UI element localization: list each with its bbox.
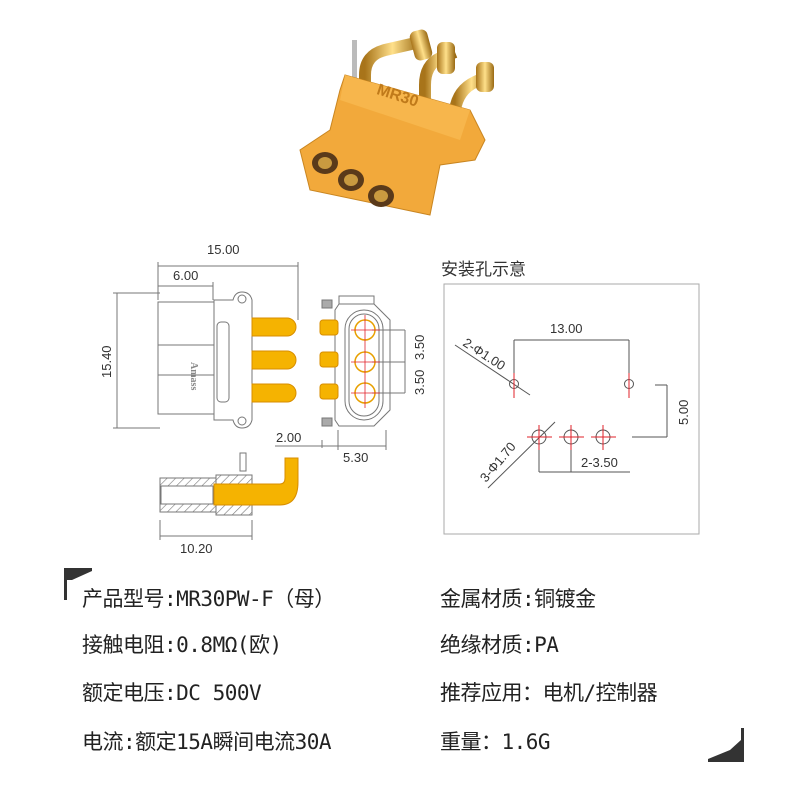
dim-height: 15.40 bbox=[99, 345, 114, 378]
mounting-title: 安装孔示意 bbox=[441, 260, 526, 280]
front-view-contacts bbox=[351, 315, 380, 408]
dim-total-length: 15.00 bbox=[207, 242, 240, 257]
dim-pitch-lower: 3.50 bbox=[412, 370, 427, 395]
corner-bracket-bottom-right bbox=[708, 728, 744, 762]
dim-side-length: 10.20 bbox=[180, 541, 213, 556]
spec-model: 产品型号:MR30PW-F（母） bbox=[82, 587, 335, 611]
dim-width: 5.30 bbox=[343, 450, 368, 465]
front-view-pins bbox=[319, 319, 339, 400]
spec-current: 电流:额定15A瞬间电流30A bbox=[82, 730, 332, 754]
dim-body-length: 6.00 bbox=[173, 268, 198, 283]
dim-row-offset: 5.00 bbox=[676, 400, 691, 425]
spec-weight: 重量：1.6G bbox=[440, 730, 551, 754]
drawing-logo: Amass bbox=[188, 362, 199, 390]
dim-hole-spacing: 13.00 bbox=[550, 321, 583, 336]
spec-application: 推荐应用：电机/控制器 bbox=[440, 681, 658, 705]
side-pin bbox=[213, 457, 299, 506]
spec-rated-voltage: 额定电压:DC 500V bbox=[82, 681, 262, 705]
connector-photo: MR30 bbox=[299, 29, 494, 216]
spec-insulation-material: 绝缘材质:PA bbox=[440, 633, 559, 657]
spec-metal-material: 金属材质:铜镀金 bbox=[440, 587, 596, 611]
front-view-drawing bbox=[275, 295, 406, 450]
mounting-panel: 13.00 2-Φ1.00 5.00 3-Φ1.70 2-3.50 bbox=[443, 283, 700, 535]
dim-pin-pitch: 2-3.50 bbox=[581, 455, 618, 470]
spec-contact-resistance: 接触电阻:0.8MΩ(欧) bbox=[82, 633, 282, 657]
top-view-pins bbox=[251, 317, 297, 403]
dim-pitch-upper: 3.50 bbox=[412, 335, 427, 360]
corner-bracket-top-left bbox=[64, 568, 92, 600]
dim-pin-offset: 2.00 bbox=[276, 430, 301, 445]
top-view-drawing bbox=[113, 262, 299, 429]
